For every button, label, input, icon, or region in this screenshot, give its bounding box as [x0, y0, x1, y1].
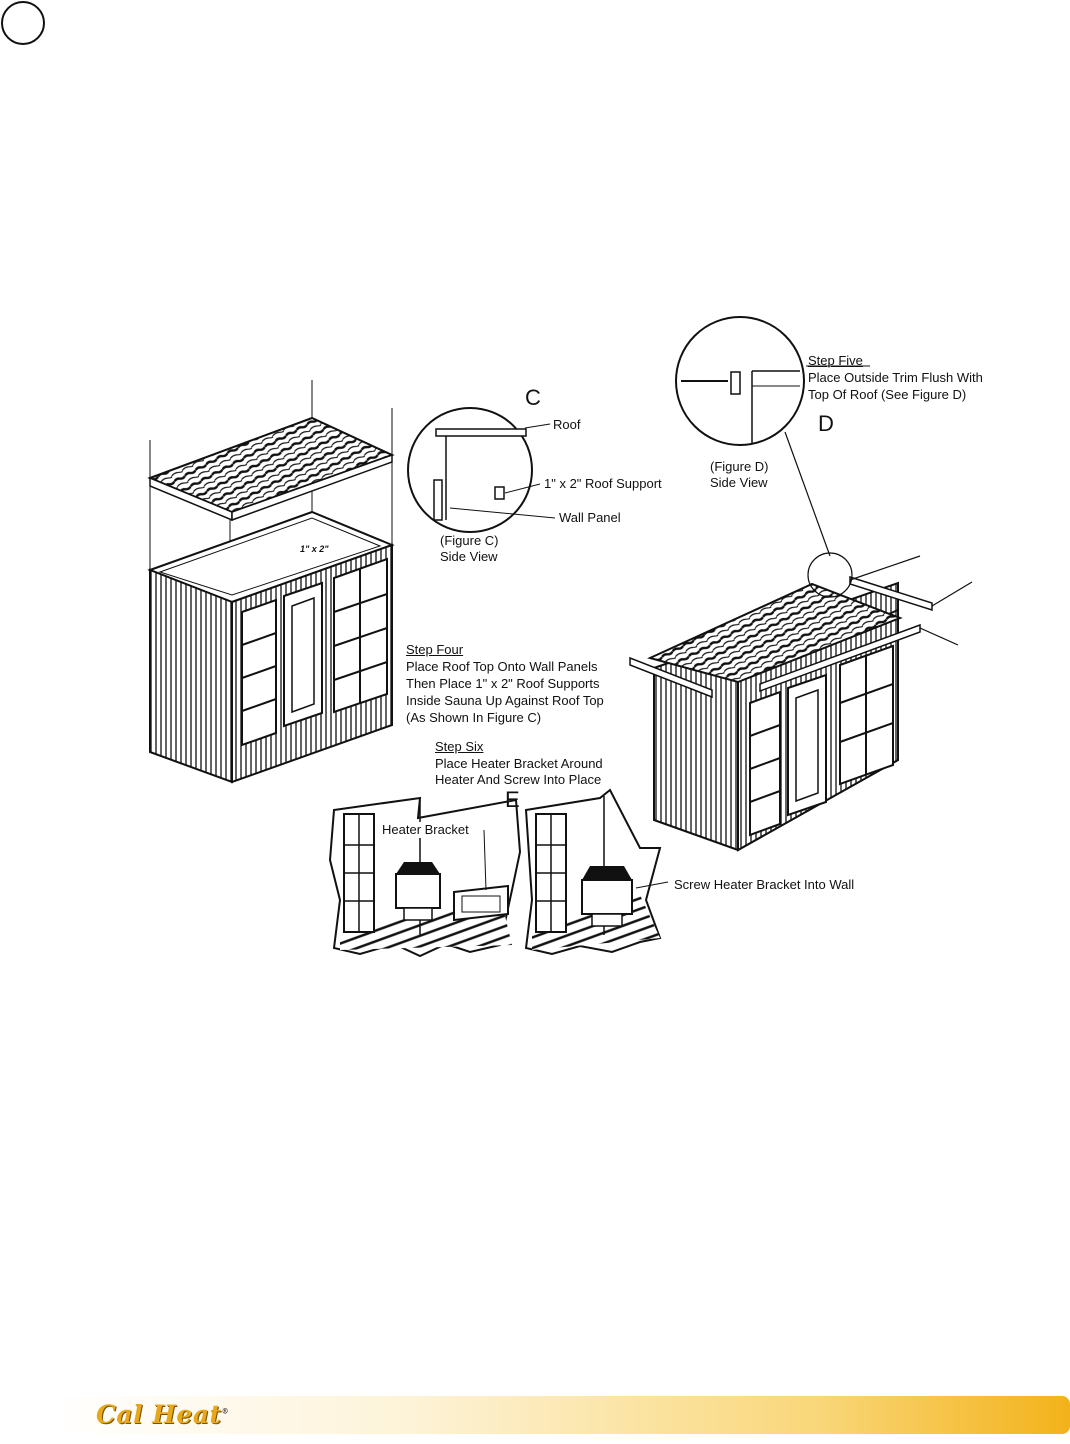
step-four-title: Step Four	[406, 642, 464, 657]
wall-panel-label: Wall Panel	[559, 510, 621, 525]
figure-c-letter: C	[525, 385, 541, 410]
step-six-line1: Place Heater Bracket Around	[435, 756, 603, 771]
step-five-line1: Place Outside Trim Flush With	[808, 370, 983, 385]
brand-name: Cal Heat	[96, 1400, 222, 1429]
step-five-line2: Top Of Roof (See Figure D)	[808, 387, 967, 402]
step-four-line4: (As Shown In Figure C)	[406, 710, 542, 725]
step-four-line2: Then Place 1" x 2" Roof Supports	[406, 676, 600, 691]
roof-support-label: 1" x 2" Roof Support	[544, 476, 662, 491]
screw-bracket-label: Screw Heater Bracket Into Wall	[674, 877, 855, 892]
page-number-circle	[1, 1, 45, 45]
step-four-line3: Inside Sauna Up Against Roof Top	[406, 693, 604, 708]
figure-d-letter: D	[818, 411, 834, 436]
left-sauna-drawing	[147, 380, 395, 784]
trademark-symbol: ®	[221, 1406, 230, 1416]
heater-bracket-label: Heater Bracket	[382, 822, 469, 838]
figure-d-caption-line2: Side View	[710, 475, 768, 490]
figure-e-detail	[328, 788, 669, 958]
step-five-title: Step Five	[808, 353, 863, 368]
figure-c-caption-line2: Side View	[440, 549, 498, 564]
step-four-line1: Place Roof Top Onto Wall Panels	[406, 659, 598, 674]
sauna-top-label: 1" x 2"	[300, 544, 329, 554]
step-six-title: Step Six	[435, 739, 484, 754]
roof-label: Roof	[553, 417, 581, 432]
right-sauna-drawing	[629, 552, 973, 852]
figure-c-detail	[407, 407, 556, 533]
footer-bar	[52, 1396, 1070, 1434]
cal-heat-logo: Cal Heat®	[96, 1400, 229, 1429]
figure-d-caption-line1: (Figure D)	[710, 459, 769, 474]
figure-c-caption-line1: (Figure C)	[440, 533, 499, 548]
figure-e-letter: E	[505, 787, 520, 812]
step-six-line2: Heater And Screw Into Place	[435, 772, 602, 787]
figure-d-detail	[675, 316, 870, 557]
